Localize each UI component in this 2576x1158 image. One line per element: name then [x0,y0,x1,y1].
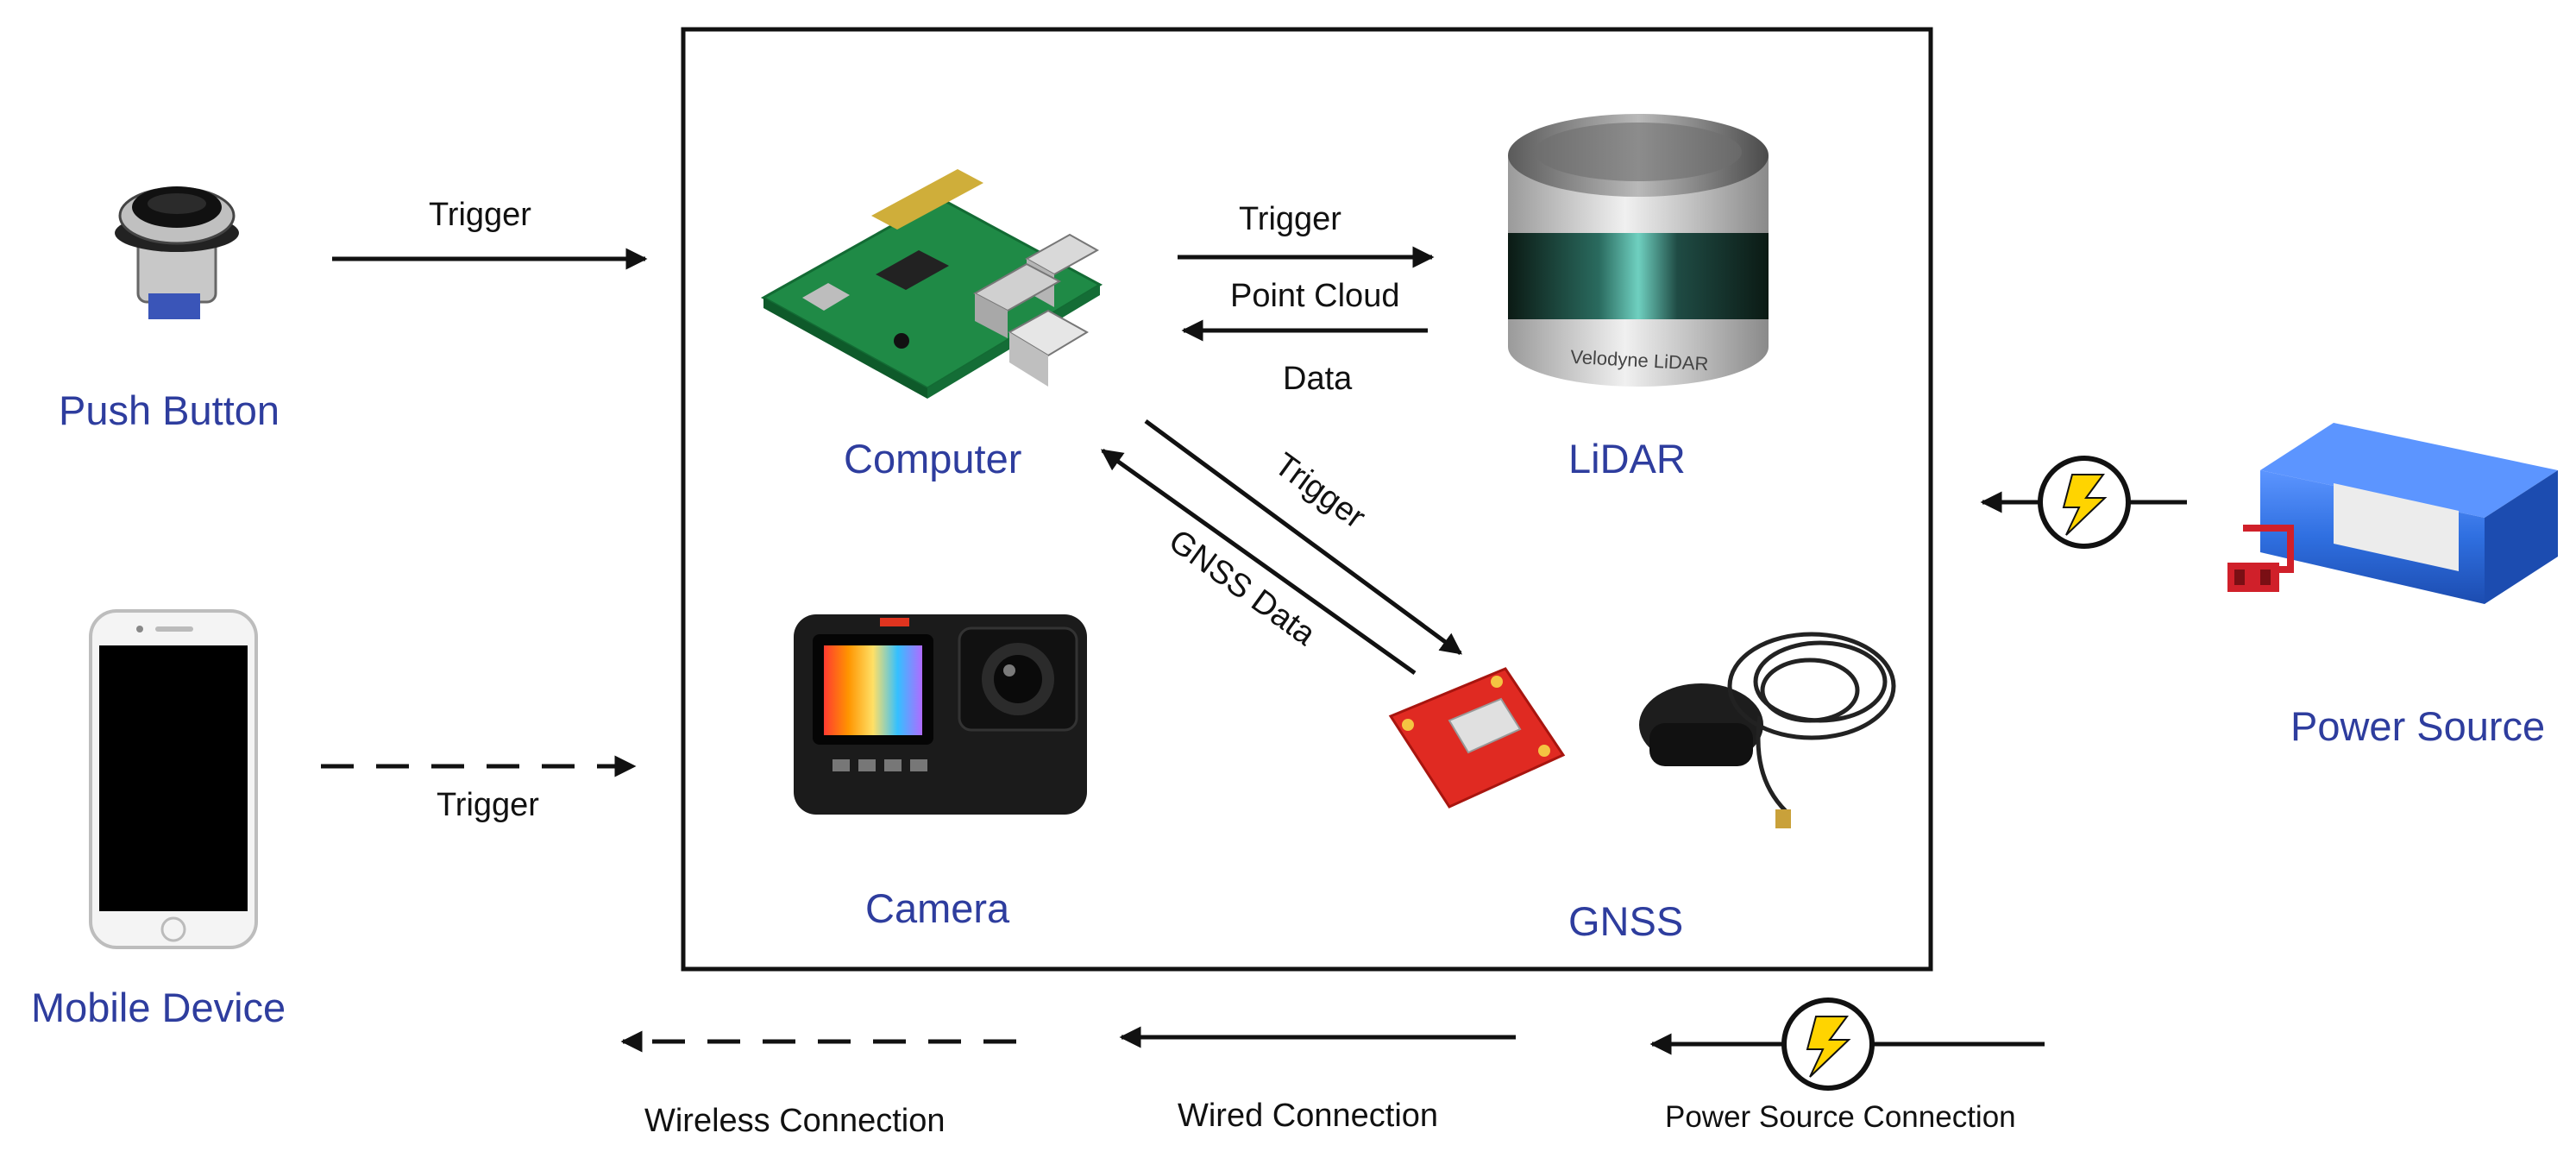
power-input-connector [1980,456,2187,549]
computer-to-lidar-label: Trigger [1239,201,1341,237]
battery-icon [2227,423,2558,604]
camera-label: Camera [865,885,1010,931]
push-button-label: Push Button [59,387,280,433]
lidar-icon: Velodyne LiDAR [1508,114,1769,387]
system-enclosure [681,27,1933,972]
legend-power-label: Power Source Connection [1665,1100,2016,1134]
legend-power-line [1649,998,2045,1091]
lidar-label: LiDAR [1568,436,1686,481]
gnss-label: GNSS [1568,898,1684,944]
mobile-device-label: Mobile Device [31,985,286,1030]
camera-icon [794,614,1087,815]
power-source-label: Power Source [2290,703,2546,749]
lidar-data-label-line1: Point Cloud [1230,278,1400,314]
lidar-data-label-line2: Data [1283,361,1353,397]
mobile-trigger-label: Trigger [437,787,539,823]
legend-wired-label: Wired Connection [1178,1098,1439,1134]
legend-wireless-label: Wireless Connection [644,1103,946,1139]
computer-to-gnss-arrow [1144,419,1463,656]
push-button-trigger-label: Trigger [429,197,531,233]
push-button-icon [115,186,239,319]
computer-label: Computer [844,436,1022,481]
computer-icon [760,169,1103,399]
gnss-icon [1388,632,1896,828]
gnss-to-computer-arrow [1100,448,1417,676]
mobile-device-icon [89,609,258,949]
